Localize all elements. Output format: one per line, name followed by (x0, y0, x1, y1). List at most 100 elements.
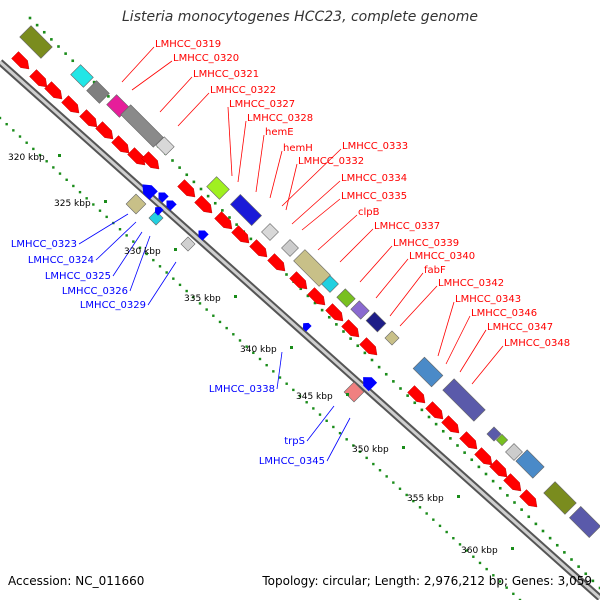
feature-khaki-24[interactable] (125, 193, 147, 215)
feature-light-8[interactable] (261, 223, 279, 241)
cds-forward-24[interactable] (474, 447, 493, 466)
genome-backbone (0, 59, 600, 600)
gene-label-lmhcc_0347[interactable]: LMHCC_0347 (487, 322, 553, 333)
feature-slate-23[interactable] (569, 506, 600, 538)
gene-label-lmhcc_0332[interactable]: LMHCC_0332 (298, 156, 364, 167)
cds-forward-2[interactable] (44, 81, 63, 100)
cds-forward-17[interactable] (325, 303, 344, 322)
feature-navy-14[interactable] (365, 311, 387, 333)
feature-salmon-27[interactable] (343, 381, 365, 403)
gene-label-lmhcc_0328[interactable]: LMHCC_0328 (247, 113, 313, 124)
gene-label-lmhcc_0320[interactable]: LMHCC_0320 (173, 53, 239, 64)
gene-label-lmhcc_0340[interactable]: LMHCC_0340 (409, 251, 475, 262)
gene-label-lmhcc_0323[interactable]: LMHCC_0323 (11, 239, 77, 250)
gene-label-lmhcc_0345[interactable]: LMHCC_0345 (259, 456, 325, 467)
gene-label-lmhcc_0329[interactable]: LMHCC_0329 (80, 300, 146, 311)
topology-text: Topology: circular; Length: 2,976,212 bp… (262, 574, 592, 588)
gene-label-lmhcc_0348[interactable]: LMHCC_0348 (504, 338, 570, 349)
cds-forward-23[interactable] (459, 431, 478, 450)
gene-label-lmhcc_0319[interactable]: LMHCC_0319 (155, 39, 221, 50)
cds-forward-6[interactable] (111, 135, 130, 154)
gene-label-lmhcc_0343[interactable]: LMHCC_0343 (455, 294, 521, 305)
feature-olive-0[interactable] (19, 25, 53, 59)
cds-forward-25[interactable] (489, 459, 508, 478)
cds-forward-5[interactable] (95, 121, 114, 140)
gene-label-lmhcc_0321[interactable]: LMHCC_0321 (193, 69, 259, 80)
gene-label-lmhcc_0346[interactable]: LMHCC_0346 (471, 308, 537, 319)
gene-label-lmhcc_0334[interactable]: LMHCC_0334 (341, 173, 407, 184)
cds-forward-7[interactable] (127, 147, 146, 166)
feature-light-20[interactable] (505, 443, 523, 461)
cds-forward-27[interactable] (519, 489, 538, 508)
gene-label-lmhcc_0325[interactable]: LMHCC_0325 (45, 271, 111, 282)
feature-steel-16[interactable] (412, 356, 444, 388)
cds-forward-16[interactable] (307, 287, 326, 306)
cds-forward-3[interactable] (61, 95, 80, 114)
feature-green-12[interactable] (336, 288, 356, 308)
gene-label-lmhcc_0327[interactable]: LMHCC_0327 (229, 99, 295, 110)
gene-label-lmhcc_0337[interactable]: LMHCC_0337 (374, 221, 440, 232)
gene-label-hemh[interactable]: hemH (283, 143, 313, 154)
gene-label-lmhcc_0324[interactable]: LMHCC_0324 (28, 255, 94, 266)
gene-label-lmhcc_0326[interactable]: LMHCC_0326 (62, 286, 128, 297)
feature-steel-21[interactable] (515, 449, 545, 479)
cds-forward-21[interactable] (425, 401, 444, 420)
gene-label-fabf[interactable]: fabF (424, 265, 446, 276)
feature-khaki-15[interactable] (384, 330, 400, 346)
cds-forward-19[interactable] (359, 337, 378, 356)
feature-lime-6[interactable] (206, 176, 230, 200)
cds-reverse-6[interactable] (363, 377, 378, 392)
feature-slate-17[interactable] (442, 378, 486, 422)
cds-reverse-1[interactable] (158, 192, 169, 203)
cds-forward-10[interactable] (194, 195, 213, 214)
feature-blue-7[interactable] (230, 194, 262, 226)
feature-cyan-25[interactable] (148, 210, 164, 226)
tick-label-335-kbp: 335 kbp (184, 294, 221, 304)
cds-forward-26[interactable] (503, 473, 522, 492)
cds-forward-9[interactable] (177, 179, 196, 198)
gene-label-trps[interactable]: trpS (284, 436, 305, 447)
cds-forward-8[interactable] (141, 151, 160, 170)
cds-reverse-2[interactable] (166, 200, 177, 211)
feature-light-9[interactable] (281, 239, 299, 257)
feature-purple-13[interactable] (350, 300, 370, 320)
tick-label-330-kbp: 330 kbp (124, 247, 161, 257)
cds-forward-4[interactable] (79, 109, 98, 128)
cds-forward-14[interactable] (267, 253, 286, 272)
cds-forward-20[interactable] (407, 385, 426, 404)
feature-green-19[interactable] (495, 433, 509, 447)
cds-forward-1[interactable] (29, 69, 48, 88)
cds-forward-22[interactable] (441, 415, 460, 434)
cds-forward-0[interactable] (11, 51, 30, 70)
gene-label-heme[interactable]: hemE (265, 127, 294, 138)
cds-reverse-5[interactable] (302, 322, 312, 332)
cds-forward-11[interactable] (214, 211, 233, 230)
gene-label-lmhcc_0342[interactable]: LMHCC_0342 (438, 278, 504, 289)
gene-label-lmhcc_0338[interactable]: LMHCC_0338 (209, 384, 275, 395)
tick-label-340-kbp: 340 kbp (240, 345, 277, 355)
gene-label-lmhcc_0333[interactable]: LMHCC_0333 (342, 141, 408, 152)
feature-grey-4[interactable] (120, 104, 164, 148)
tick-label-350-kbp: 350 kbp (352, 445, 389, 455)
feature-grey-2[interactable] (86, 80, 110, 104)
cds-reverse-4[interactable] (198, 230, 209, 241)
feature-light-5[interactable] (155, 136, 175, 156)
gene-label-lmhcc_0322[interactable]: LMHCC_0322 (210, 85, 276, 96)
cds-forward-12[interactable] (231, 225, 250, 244)
feature-slate-18[interactable] (486, 426, 502, 442)
gene-label-lmhcc_0335[interactable]: LMHCC_0335 (341, 191, 407, 202)
feature-light-26[interactable] (180, 236, 196, 252)
gene-label-lmhcc_0339[interactable]: LMHCC_0339 (393, 238, 459, 249)
cds-forward-15[interactable] (289, 271, 308, 290)
cds-reverse-0[interactable] (142, 184, 158, 200)
feature-cyan-11[interactable] (321, 275, 339, 293)
label-leader-lines (78, 46, 504, 462)
gene-label-clpb[interactable]: clpB (358, 207, 380, 218)
feature-cyan-1[interactable] (70, 64, 94, 88)
cds-forward-18[interactable] (341, 319, 360, 338)
cds-forward-13[interactable] (249, 239, 268, 258)
feature-olive-22[interactable] (543, 481, 577, 515)
cds-reverse-3[interactable] (154, 206, 164, 216)
